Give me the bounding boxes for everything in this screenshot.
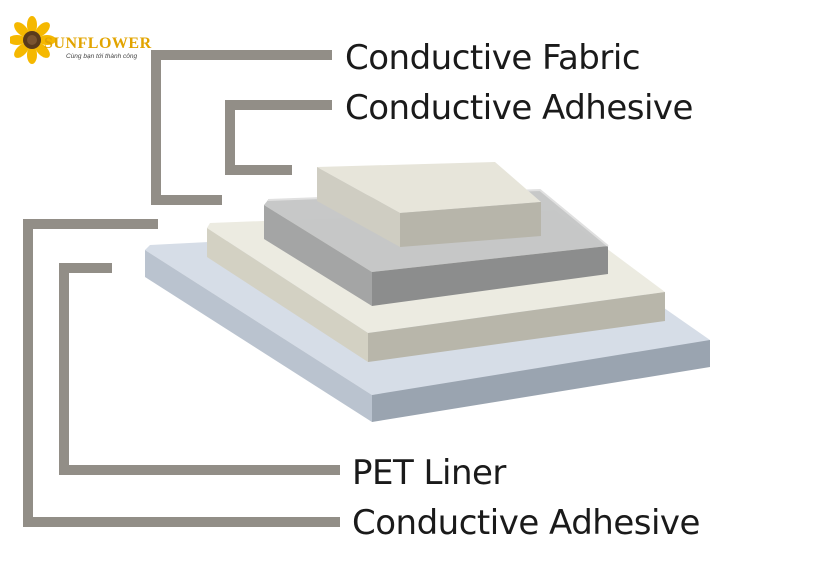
label-pet-liner: PET Liner [352, 453, 506, 493]
leader-line-conductive-adhesive-bottom [23, 219, 340, 527]
layer-conductive-fabric [317, 162, 541, 247]
leader-line-conductive-fabric [151, 50, 332, 205]
sunflower-icon [10, 16, 56, 64]
sunflower-logo: SUNFLOWER Cùng bạn tới thành công [10, 8, 160, 66]
logo-brand: SUNFLOWER [44, 35, 152, 52]
logo-tagline: Cùng bạn tới thành công [66, 53, 138, 60]
label-conductive-adhesive-bottom: Conductive Adhesive [352, 503, 700, 543]
leader-line-pet-liner [59, 263, 340, 475]
label-conductive-adhesive-top: Conductive Adhesive [345, 88, 693, 128]
leader-lines [23, 50, 340, 527]
leader-line-conductive-adhesive-top [225, 100, 332, 175]
label-conductive-fabric: Conductive Fabric [345, 38, 641, 78]
